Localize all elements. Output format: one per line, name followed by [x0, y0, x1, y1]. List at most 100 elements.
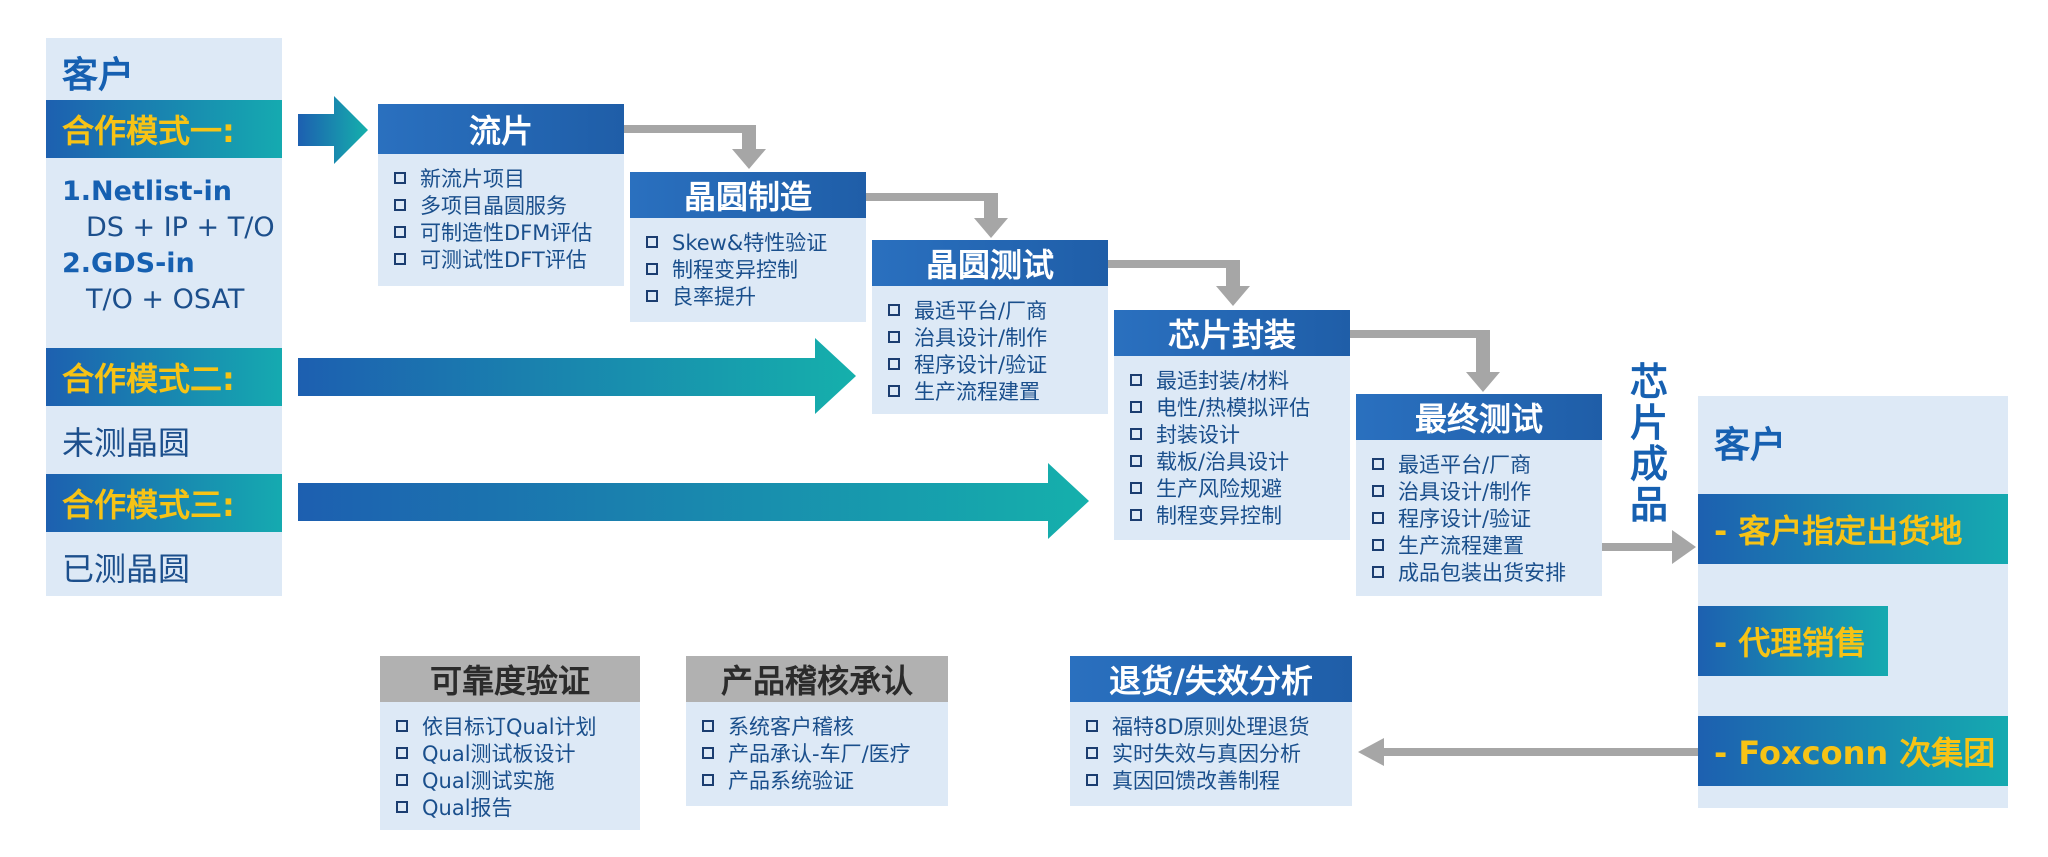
stage-packaging-title: 芯片封装: [1167, 316, 1296, 354]
checkbox-icon: [394, 171, 406, 184]
list-item: 程序设计/验证: [888, 350, 1108, 377]
list-item: 良率提升: [646, 282, 866, 309]
list-item: 生产风险规避: [1130, 474, 1350, 501]
stage-wafer-test-title: 晶圆测试: [925, 246, 1054, 284]
checkbox-icon: [394, 198, 406, 211]
mode3-arrow: [298, 463, 1089, 539]
checkbox-icon: [646, 289, 658, 302]
checkbox-icon: [396, 746, 408, 759]
stage-packaging-header: 芯片封装: [1114, 310, 1350, 356]
list-item: 最适封装/材料: [1130, 366, 1350, 393]
checkbox-icon: [1086, 719, 1098, 732]
stage-wafer-test-header: 晶圆测试: [872, 240, 1108, 286]
connector-3: [1108, 260, 1250, 306]
list-item: 产品系统验证: [702, 766, 948, 793]
support-reliability-list: 依目标订Qual计划 Qual测试板设计 Qual测试实施 Qual报告: [396, 712, 640, 820]
return-arrow: [1358, 738, 1698, 766]
mode1-line-2: DS + IP + T/O: [86, 212, 275, 243]
mode3-label: 合作模式三:: [62, 486, 235, 524]
list-item: 成品包装出货安排: [1372, 558, 1602, 585]
support-reliability-header: 可靠度验证: [380, 656, 640, 702]
connector-4: [1350, 330, 1500, 392]
stage-final-test-header: 最终测试: [1356, 394, 1602, 440]
stage-final-test-body: 最适平台/厂商 治具设计/制作 程序设计/验证 生产流程建置 成品包装出货安排: [1356, 440, 1602, 596]
support-audit-body: 系统客户稽核 产品承认-车厂/医疗 产品系统验证: [686, 702, 948, 806]
stage-packaging-body: 最适封装/材料 电性/热模拟评估 封装设计 载板/治具设计 生产风险规避 制程变…: [1114, 356, 1350, 540]
list-item: Qual测试板设计: [396, 739, 640, 766]
checkbox-icon: [888, 384, 900, 397]
list-item: 真因回馈改善制程: [1086, 766, 1352, 793]
checkbox-icon: [1372, 538, 1384, 551]
checkbox-icon: [1130, 481, 1142, 494]
mode1-line-1: 1.Netlist-in: [62, 176, 233, 207]
checkbox-icon: [394, 252, 406, 265]
list-item: 可测试性DFT评估: [394, 245, 624, 272]
stage-wafer-test-body: 最适平台/厂商 治具设计/制作 程序设计/验证 生产流程建置: [872, 286, 1108, 414]
list-item: 实时失效与真因分析: [1086, 739, 1352, 766]
stage-final-test-title: 最终测试: [1414, 400, 1543, 438]
checkbox-icon: [394, 225, 406, 238]
checkbox-icon: [888, 357, 900, 370]
connector-5: [1602, 530, 1696, 564]
list-item: 系统客户稽核: [702, 712, 948, 739]
checkbox-icon: [396, 719, 408, 732]
list-item: Skew&特性验证: [646, 228, 866, 255]
support-audit-title: 产品稽核承认: [720, 662, 913, 700]
mode2-header: 合作模式二:: [46, 348, 282, 406]
stage-wafer-fab-list: Skew&特性验证 制程变异控制 良率提升: [646, 228, 866, 309]
stage-tapeout-list: 新流片项目 多项目晶圆服务 可制造性DFM评估 可测试性DFT评估: [394, 164, 624, 272]
list-item: 电性/热模拟评估: [1130, 393, 1350, 420]
checkbox-icon: [1130, 454, 1142, 467]
list-item: 治具设计/制作: [1372, 477, 1602, 504]
stage-packaging-list: 最适封装/材料 电性/热模拟评估 封装设计 载板/治具设计 生产风险规避 制程变…: [1130, 366, 1350, 528]
checkbox-icon: [888, 330, 900, 343]
checkbox-icon: [1086, 746, 1098, 759]
checkbox-icon: [646, 235, 658, 248]
checkbox-icon: [1130, 400, 1142, 413]
list-item: 可制造性DFM评估: [394, 218, 624, 245]
list-item: Qual报告: [396, 793, 640, 820]
stage-tapeout-title: 流片: [468, 112, 533, 150]
stage-wafer-fab-header: 晶圆制造: [630, 172, 866, 218]
checkbox-icon: [1130, 427, 1142, 440]
checkbox-icon: [888, 303, 900, 316]
list-item: 载板/治具设计: [1130, 447, 1350, 474]
stage-wafer-fab-title: 晶圆制造: [683, 178, 812, 216]
mode2-arrow: [298, 338, 856, 414]
list-item: 生产流程建置: [1372, 531, 1602, 558]
support-rma-title: 退货/失效分析: [1109, 662, 1313, 700]
support-audit-header: 产品稽核承认: [686, 656, 948, 702]
checkbox-icon: [1086, 773, 1098, 786]
finished-chip-text: 芯片成品: [1629, 360, 1668, 527]
support-reliability-body: 依目标订Qual计划 Qual测试板设计 Qual测试实施 Qual报告: [380, 702, 640, 830]
checkbox-icon: [702, 773, 714, 786]
checkbox-icon: [1130, 373, 1142, 386]
customer-option-ship-to: - 客户指定出货地: [1698, 494, 2008, 564]
finished-chip-label: 芯片成品: [1626, 362, 1672, 526]
support-audit-list: 系统客户稽核 产品承认-车厂/医疗 产品系统验证: [702, 712, 948, 793]
list-item: 封装设计: [1130, 420, 1350, 447]
stage-wafer-test-list: 最适平台/厂商 治具设计/制作 程序设计/验证 生产流程建置: [888, 296, 1108, 404]
stage-connectors: [624, 125, 1696, 564]
mode2-label: 合作模式二:: [62, 360, 235, 398]
mode1-arrow: [298, 96, 368, 164]
list-item: 最适平台/厂商: [1372, 450, 1602, 477]
customer-left-title: 客户: [62, 55, 135, 96]
list-item: Qual测试实施: [396, 766, 640, 793]
support-rma-list: 福特8D原则处理退货 实时失效与真因分析 真因回馈改善制程: [1086, 712, 1352, 793]
checkbox-icon: [396, 773, 408, 786]
list-item: 制程变异控制: [1130, 501, 1350, 528]
checkbox-icon: [1372, 511, 1384, 524]
mode1-header: 合作模式一:: [46, 100, 282, 158]
checkbox-icon: [1372, 484, 1384, 497]
mode3-text: 已测晶圆: [62, 550, 191, 588]
support-rma-header: 退货/失效分析: [1070, 656, 1352, 702]
customer-option-agent-sales: - 代理销售: [1698, 606, 1888, 676]
mode2-text: 未测晶圆: [62, 424, 191, 462]
mode1-details: 1.Netlist-in DS + IP + T/O 2.GDS-in T/O …: [62, 174, 275, 318]
mode3-header: 合作模式三:: [46, 474, 282, 532]
mode1-line-3: 2.GDS-in: [62, 248, 195, 279]
stage-wafer-fab-body: Skew&特性验证 制程变异控制 良率提升: [630, 218, 866, 322]
stage-tapeout-body: 新流片项目 多项目晶圆服务 可制造性DFM评估 可测试性DFT评估: [378, 154, 624, 286]
